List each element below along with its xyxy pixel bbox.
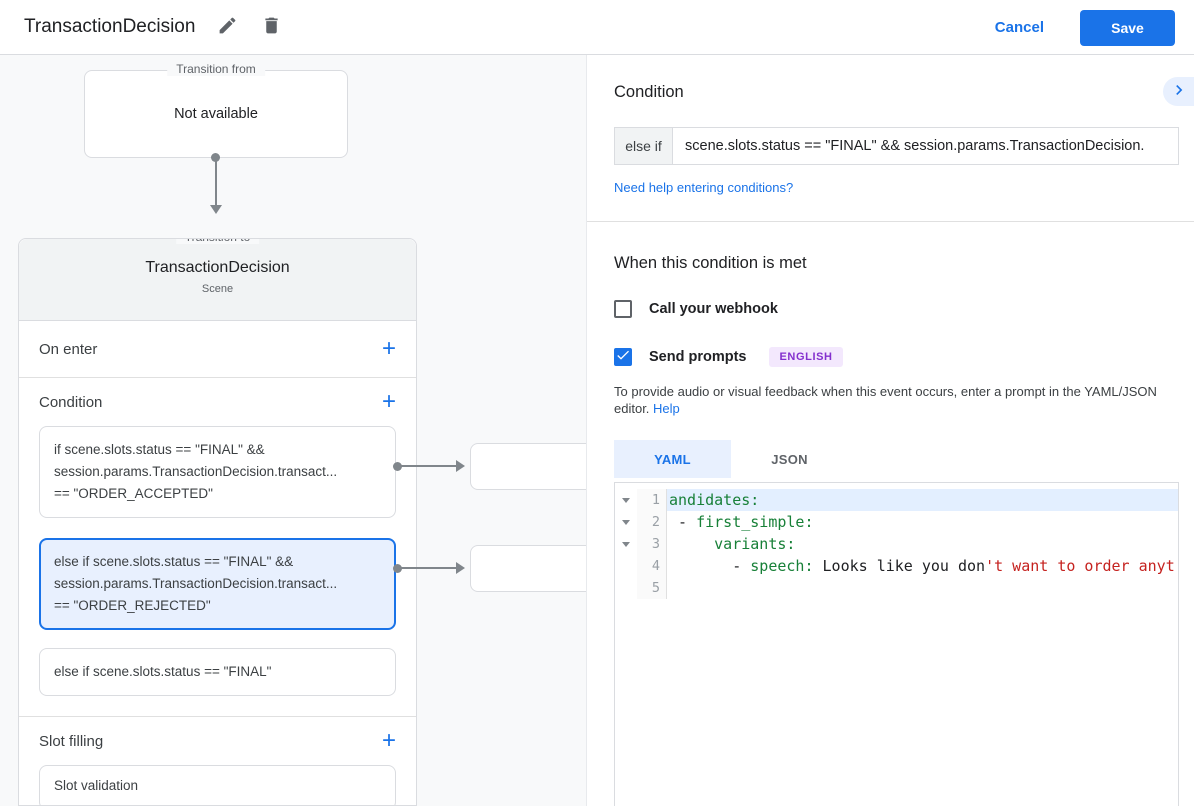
code-segment: speech:: [750, 557, 814, 575]
code-segment: [669, 535, 714, 553]
flow-arrow-line: [215, 161, 217, 205]
flow-canvas: Transition from Not available Transition…: [0, 55, 586, 806]
divider: [587, 221, 1194, 222]
panel-title: Condition: [614, 83, 684, 101]
code-segment: -: [669, 557, 751, 575]
add-slot-button[interactable]: +: [381, 727, 396, 754]
line-number: 5: [637, 577, 667, 599]
transition-arrow-line: [400, 567, 456, 569]
webhook-checkbox[interactable]: [614, 300, 632, 318]
transition-target-box[interactable]: [470, 443, 586, 490]
gutter-row: 4: [615, 555, 667, 577]
condition-editor-row: else if: [614, 127, 1179, 165]
editor-tabs: YAML JSON: [614, 440, 1178, 478]
condition-prefix: else if: [614, 127, 673, 165]
code-editor[interactable]: 1 2 3 4 5 and: [614, 482, 1179, 806]
cancel-button[interactable]: Cancel: [994, 19, 1044, 36]
arrow-down-icon: [210, 205, 222, 214]
gutter-row: 1: [615, 489, 667, 511]
code-segment: -: [669, 513, 697, 531]
condition-section-label: Condition: [39, 393, 103, 411]
code-segment: first_simple:: [696, 513, 814, 531]
condition-panel: Condition else if Need help entering con…: [586, 55, 1194, 806]
check-icon: [615, 347, 631, 368]
fold-arrow-icon[interactable]: [622, 541, 630, 547]
condition-card[interactable]: if scene.slots.status == "FINAL" && sess…: [39, 426, 396, 518]
condition-help-link[interactable]: Need help entering conditions?: [614, 180, 794, 195]
condition-card-selected[interactable]: else if scene.slots.status == "FINAL" &&…: [39, 538, 396, 630]
top-bar: TransactionDecision Cancel Save: [0, 0, 1194, 55]
help-link[interactable]: Help: [653, 401, 680, 416]
code-segment: variants:: [714, 535, 796, 553]
chevron-right-icon: [1169, 80, 1189, 103]
tab-json[interactable]: JSON: [731, 440, 848, 478]
condition-line: == "ORDER_ACCEPTED": [54, 486, 213, 501]
on-enter-label: On enter: [39, 340, 98, 358]
section-condition: Condition + if scene.slots.status == "FI…: [19, 378, 416, 717]
add-condition-button[interactable]: +: [381, 388, 396, 415]
arrow-right-icon: [456, 562, 465, 574]
transition-from-legend: Transition from: [167, 62, 265, 76]
condition-line: == "ORDER_REJECTED": [54, 598, 211, 613]
when-met-title: When this condition is met: [614, 254, 807, 272]
prompts-description: To provide audio or visual feedback when…: [614, 384, 1157, 416]
transition-arrow-line: [400, 465, 456, 467]
code-line: - first_simple:: [667, 511, 1178, 533]
code-line: - speech: Looks like you don't want to o…: [667, 555, 1178, 577]
collapse-panel-button[interactable]: [1163, 77, 1194, 106]
condition-line: else if scene.slots.status == "FINAL": [54, 664, 272, 679]
gutter-row: 5: [615, 577, 667, 599]
gutter-row: 2: [615, 511, 667, 533]
condition-card[interactable]: else if scene.slots.status == "FINAL": [39, 648, 396, 696]
condition-line: if scene.slots.status == "FINAL" &&: [54, 442, 265, 457]
connector-dot: [393, 462, 402, 471]
editor-gutter: 1 2 3 4 5: [615, 483, 667, 806]
pencil-icon: [217, 15, 238, 39]
code-segment: 't want to order anyt: [985, 557, 1175, 575]
trash-icon: [261, 15, 282, 39]
fold-arrow-icon[interactable]: [622, 519, 630, 525]
transition-target-box[interactable]: [470, 545, 586, 592]
code-line: variants:: [667, 533, 1178, 555]
slot-validation-card[interactable]: Slot validation: [39, 765, 396, 805]
edit-scene-button[interactable]: [215, 15, 239, 39]
gutter-row: 3: [615, 533, 667, 555]
code-segment: Looks like you don: [813, 557, 986, 575]
condition-line: session.params.TransactionDecision.trans…: [54, 576, 338, 591]
transition-to-legend: Transition to: [175, 239, 260, 244]
tab-yaml[interactable]: YAML: [614, 440, 731, 478]
transition-from-box: Transition from Not available: [84, 62, 348, 158]
arrow-right-icon: [456, 460, 465, 472]
code-line: [667, 577, 1178, 599]
line-number: 4: [637, 555, 667, 577]
condition-input[interactable]: [673, 127, 1179, 165]
delete-scene-button[interactable]: [259, 15, 283, 39]
webhook-label: Call your webhook: [649, 301, 778, 317]
condition-line: session.params.TransactionDecision.trans…: [54, 464, 338, 479]
save-button[interactable]: Save: [1080, 9, 1175, 46]
connector-dot: [393, 564, 402, 573]
send-prompts-label: Send prompts: [649, 349, 747, 365]
add-on-enter-button[interactable]: +: [381, 335, 396, 362]
code-area[interactable]: andidates: - first_simple: variants: - s…: [667, 483, 1178, 806]
scene-header: Transition to TransactionDecision Scene: [19, 239, 416, 321]
connector-dot: [211, 153, 220, 162]
line-number: 2: [637, 511, 667, 533]
code-segment: andidates:: [669, 491, 760, 509]
page-title: TransactionDecision: [24, 16, 196, 37]
scene-type-label: Scene: [201, 283, 234, 295]
fold-arrow-icon[interactable]: [622, 497, 630, 503]
line-number: 1: [637, 489, 667, 511]
section-slot-filling: Slot filling + Slot validation: [19, 717, 416, 805]
transition-from-content: Not available: [174, 106, 258, 122]
slot-filling-label: Slot filling: [39, 732, 104, 750]
line-number: 3: [637, 533, 667, 555]
condition-line: else if scene.slots.status == "FINAL" &&: [54, 554, 294, 569]
send-prompts-checkbox[interactable]: [614, 348, 632, 366]
code-line: andidates:: [667, 489, 1178, 511]
language-badge: ENGLISH: [769, 347, 843, 367]
scene-card: Transition to TransactionDecision Scene …: [18, 238, 417, 806]
scene-title: TransactionDecision: [145, 259, 290, 276]
section-on-enter: On enter +: [19, 321, 416, 378]
